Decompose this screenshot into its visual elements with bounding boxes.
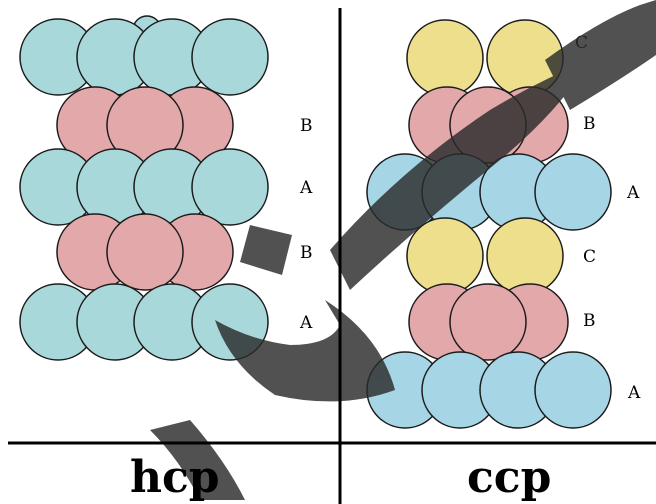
watermark-stroke-bottom — [150, 420, 245, 500]
hcp-layer-label: B — [300, 116, 313, 136]
ccp-sphere-c — [406, 217, 484, 295]
hcp-sphere-a — [191, 18, 269, 96]
ccp-layer-label: A — [626, 183, 640, 203]
hcp-caption: hcp — [130, 452, 220, 503]
ccp-sphere-c — [486, 217, 564, 295]
ccp-sphere-b — [449, 283, 527, 361]
ccp-layer-label: A — [627, 383, 641, 403]
hcp-panel: B A B A — [19, 15, 313, 361]
ccp-sphere-a — [534, 351, 612, 429]
ccp-sphere-c — [406, 19, 484, 97]
ccp-layer-label: C — [583, 247, 596, 267]
hcp-sphere-a — [191, 148, 269, 226]
ccp-layer-label: B — [583, 311, 596, 331]
ccp-sphere-a — [534, 153, 612, 231]
hcp-layer-label: B — [300, 243, 313, 263]
hcp-layer-label: A — [299, 178, 313, 198]
hcp-layer-labels: B A B A — [299, 116, 313, 333]
watermark-stroke-dot — [240, 225, 292, 275]
ccp-caption: ccp — [467, 452, 551, 503]
ccp-layer-label: B — [583, 114, 596, 134]
watermark-stroke-main — [330, 60, 590, 290]
hcp-layer-label: A — [299, 313, 313, 333]
watermark-stroke-curve — [215, 300, 395, 402]
hcp-sphere-b — [106, 213, 184, 291]
watermark — [150, 0, 656, 500]
hcp-sphere-stack — [19, 15, 269, 361]
